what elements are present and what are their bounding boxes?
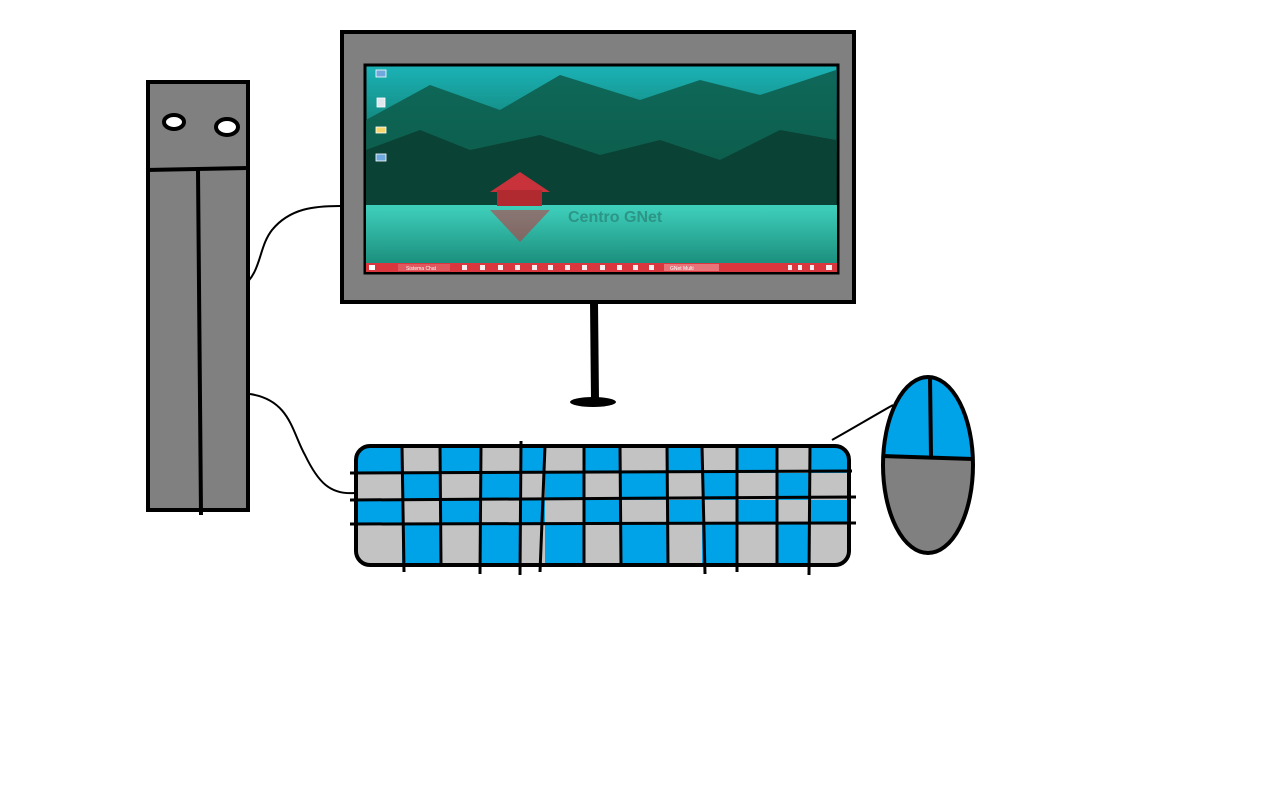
monitor-stand bbox=[570, 301, 616, 407]
keyboard bbox=[349, 440, 857, 576]
recycle-bin-icon[interactable] bbox=[376, 97, 386, 108]
taskbar-window-1-label: Sistema Chat bbox=[406, 266, 437, 272]
taskbar: Sistema Chat GNet Multi bbox=[366, 263, 837, 272]
monitor: Centro GNet Sistema Chat bbox=[340, 30, 856, 304]
mouse-cable bbox=[831, 404, 894, 441]
mouse-button-divider bbox=[928, 376, 933, 458]
wallpaper-watermark: Centro GNet bbox=[568, 209, 663, 226]
keyboard-cable bbox=[249, 393, 356, 495]
taskbar-window-2-label: GNet Multi bbox=[670, 266, 694, 272]
taskbar-window-1[interactable] bbox=[398, 264, 450, 271]
cables bbox=[241, 205, 894, 495]
computer-tower bbox=[145, 80, 250, 516]
monitor-cable bbox=[241, 205, 341, 288]
mouse bbox=[881, 375, 975, 555]
monitor-icon[interactable] bbox=[375, 69, 387, 78]
power-button bbox=[162, 113, 186, 131]
reset-button bbox=[214, 117, 240, 137]
folder-icon[interactable] bbox=[375, 126, 387, 134]
desktop-screen: Centro GNet Sistema Chat bbox=[363, 63, 840, 275]
desktop-icons bbox=[375, 69, 387, 162]
network-icon[interactable] bbox=[375, 153, 387, 162]
taskbar-window-2[interactable] bbox=[664, 264, 719, 271]
start-button[interactable] bbox=[369, 265, 375, 270]
